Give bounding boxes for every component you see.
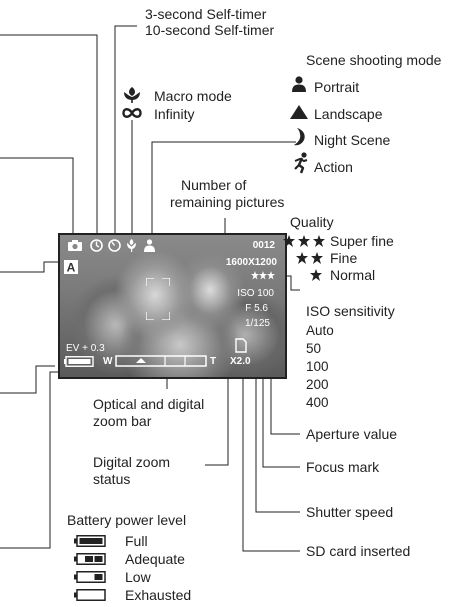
infinity-icon [122, 108, 142, 118]
quality-stars-screen [251, 271, 275, 280]
iso-readout: ISO 100 [237, 288, 274, 299]
battery-exhausted-icon [74, 589, 106, 601]
label-zoom-bar-2: zoom bar [93, 413, 152, 429]
digital-zoom-readout: X2.0 [230, 356, 251, 367]
zoom-w-label: W [103, 356, 113, 367]
label-zoom-bar-1: Optical and digital [93, 396, 205, 412]
battery-low-icon [74, 571, 106, 583]
camera-icon [68, 240, 82, 251]
label-super-fine: Super fine [330, 233, 394, 249]
label-battery-full: Full [125, 533, 148, 549]
label-focus: Focus mark [306, 459, 380, 475]
auto-mode-icon: A [64, 260, 78, 274]
svg-text:A: A [67, 261, 76, 275]
zoom-t-label: T [210, 356, 217, 367]
portrait-icon [292, 76, 306, 92]
leader-flash [0, 157, 74, 238]
iso-value-50: 50 [306, 341, 322, 356]
label-sd: SD card inserted [306, 543, 411, 559]
lcd-screen: 0012 A 1600X1200 ISO 100 F 5.6 1/125 EV … [58, 233, 287, 379]
aperture-readout: F 5.6 [245, 303, 268, 314]
label-battery-exhausted: Exhausted [125, 587, 192, 603]
portrait-screen-icon [144, 239, 155, 252]
macro-flower-icon [127, 239, 136, 252]
battery-full-icon [74, 535, 106, 547]
star-fine [296, 252, 323, 264]
leader-ev [0, 365, 55, 394]
label-scene-title: Scene shooting mode [306, 52, 442, 68]
leader-self-timer [114, 25, 137, 238]
crescent-moon-icon [294, 128, 305, 146]
label-digital-zoom-1: Digital zoom [93, 454, 171, 470]
leader-digital-zoom [205, 372, 229, 466]
label-battery-low: Low [125, 569, 151, 585]
label-portrait: Portrait [314, 79, 360, 95]
label-action: Action [314, 159, 353, 175]
self-timer-10-icon [108, 239, 121, 252]
running-person-icon [294, 152, 308, 174]
label-landscape: Landscape [314, 106, 383, 122]
resolution-readout: 1600X1200 [225, 257, 277, 268]
mountain-icon [290, 105, 308, 119]
leader-battery [0, 371, 68, 549]
iso-value-auto: Auto [306, 323, 334, 338]
zoom-bar [115, 355, 207, 367]
label-fine: Fine [330, 250, 358, 266]
remaining-count: 0012 [252, 240, 275, 251]
label-normal: Normal [330, 267, 376, 283]
label-quality-title: Quality [290, 214, 334, 230]
leader-scene [151, 141, 296, 238]
battery-icon [64, 356, 94, 367]
label-macro: Macro mode [154, 88, 232, 104]
ev-readout: EV + 0.3 [66, 343, 105, 354]
label-aperture: Aperture value [306, 426, 398, 442]
star-super-fine [283, 235, 325, 247]
label-shutter: Shutter speed [306, 504, 394, 520]
label-remaining-2: remaining pictures [170, 194, 285, 210]
label-remaining-1: Number of [181, 177, 247, 193]
label-night: Night Scene [314, 132, 391, 148]
self-timer-icon [90, 239, 103, 252]
label-self-timer-10: 10-second Self-timer [145, 22, 275, 38]
sd-card-icon [235, 338, 247, 353]
iso-value-200: 200 [306, 377, 329, 392]
leader-sd [242, 346, 300, 552]
iso-value-400: 400 [306, 395, 329, 410]
star-normal [310, 269, 322, 281]
label-battery-adequate: Adequate [125, 551, 185, 567]
iso-value-100: 100 [306, 359, 329, 374]
shutter-readout: 1/125 [244, 318, 270, 329]
macro-flower-icon-legend [124, 87, 140, 103]
label-digital-zoom-2: status [93, 471, 131, 487]
label-battery-title: Battery power level [67, 512, 187, 528]
label-infinity: Infinity [154, 106, 195, 122]
label-self-timer-3: 3-second Self-timer [145, 6, 267, 22]
leader-camera-mode [0, 34, 98, 238]
label-iso-title: ISO sensitivity [306, 303, 395, 319]
battery-adequate-icon [74, 553, 106, 565]
focus-mark [146, 278, 170, 320]
